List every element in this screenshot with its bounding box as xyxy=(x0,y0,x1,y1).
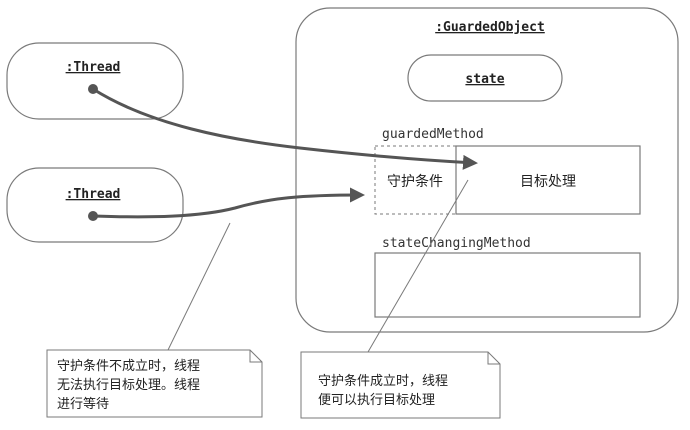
state-box xyxy=(407,54,563,102)
state-changing-method-name: stateChangingMethod xyxy=(382,236,531,251)
right-note-leader xyxy=(367,179,469,353)
guarded-object-box xyxy=(295,7,679,333)
thread-bottom-label: :Thread xyxy=(66,187,121,202)
guarded-object-title: :GuardedObject xyxy=(435,20,545,35)
state-label: state xyxy=(465,72,504,87)
left-note-line-1: 守护条件不成立时，线程 xyxy=(57,358,200,374)
guarded-method-name: guardedMethod xyxy=(382,127,484,142)
right-note-fold xyxy=(487,352,500,365)
target-processing-box xyxy=(455,145,641,215)
left-note-box xyxy=(46,349,263,418)
left-note-line-2: 无法执行目标处理。线程 xyxy=(57,378,200,393)
thread-top-label: :Thread xyxy=(66,60,121,75)
left-note-line-3: 进行等待 xyxy=(57,396,109,412)
right-note-box xyxy=(300,351,501,419)
thread-top-arrow xyxy=(92,87,478,170)
left-note-leader xyxy=(167,222,231,351)
target-processing-label: 目标处理 xyxy=(520,174,576,190)
right-note-line-2: 便可以执行目标处理 xyxy=(318,393,435,408)
thread-top-box xyxy=(6,42,184,120)
thread-bottom-box xyxy=(6,167,184,243)
left-note-fold xyxy=(249,350,262,363)
guard-condition-label: 守护条件 xyxy=(387,173,443,190)
thread-bottom-arrow xyxy=(92,187,365,219)
state-changing-method-box xyxy=(374,252,641,318)
right-note-line-1: 守护条件成立时，线程 xyxy=(318,373,448,389)
